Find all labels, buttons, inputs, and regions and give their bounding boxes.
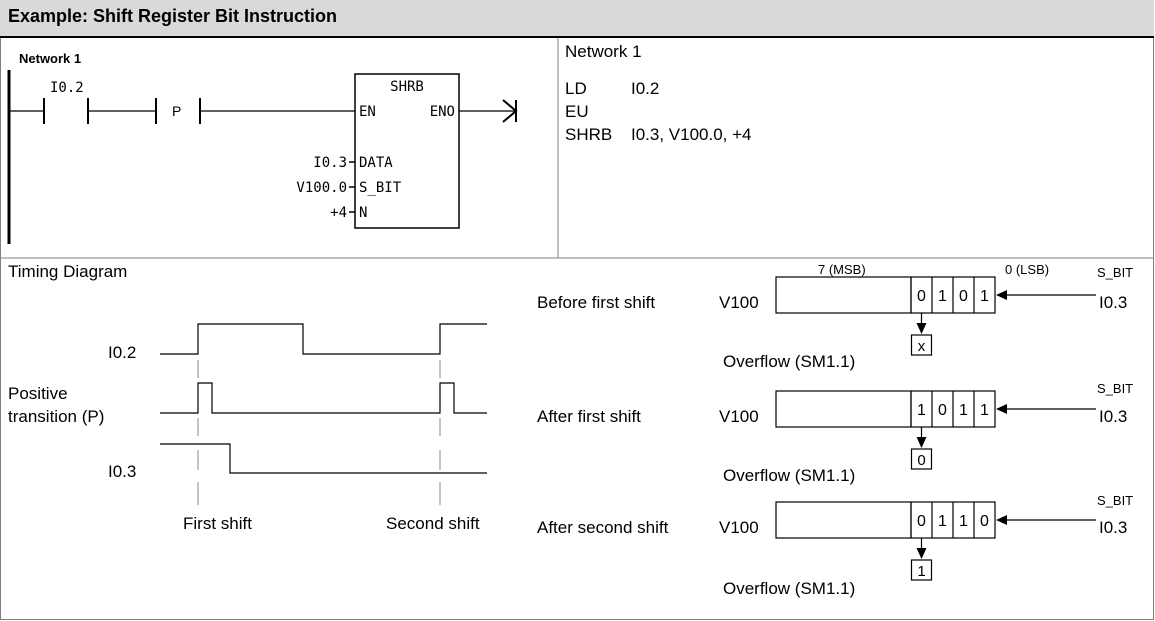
marker-first-shift: First shift	[183, 514, 252, 533]
p-label: P	[172, 103, 181, 119]
state-caption-3: After second shift	[537, 518, 669, 537]
en-pin-label: EN	[359, 104, 376, 120]
s-bit-label-1: S_BIT	[1097, 265, 1134, 280]
timing-title: Timing Diagram	[8, 262, 128, 281]
s-bit-label-2: S_BIT	[1097, 381, 1134, 396]
shrb-box	[354, 73, 460, 229]
shrb-box-name: SHRB	[390, 79, 424, 95]
overflow-label-2: Overflow (SM1.1)	[723, 466, 856, 485]
register-name-1: V100	[719, 293, 759, 312]
s-bit-label-3: S_BIT	[1097, 493, 1134, 508]
waveform-positive-transition	[160, 382, 487, 414]
state-caption-2: After first shift	[537, 407, 641, 426]
input-label-2: I0.3	[1099, 407, 1128, 426]
ladder-diagram: Network 1 I0.2 P SHRB EN ENO	[7, 51, 518, 244]
signal-label-p-line1: Positive	[8, 384, 68, 403]
stl-network-label: Network 1	[565, 42, 642, 61]
title-bar: Example: Shift Register Bit Instruction	[0, 0, 1154, 38]
marker-second-shift: Second shift	[386, 514, 480, 533]
ladder-network-label: Network 1	[19, 51, 81, 66]
contact-i0-2	[43, 98, 89, 124]
stl-op-1: LD	[565, 79, 587, 98]
timing-waveforms	[160, 323, 487, 505]
input-label-1: I0.3	[1099, 293, 1128, 312]
s-bit-operand: V100.0	[296, 180, 347, 196]
lsb-label: 0 (LSB)	[1005, 262, 1050, 277]
eno-pin-label: ENO	[430, 104, 455, 120]
register-name-2: V100	[719, 407, 759, 426]
input-pin-data: I0.3 DATA	[313, 155, 393, 171]
input-pin-n: +4 N	[330, 205, 367, 221]
n-pin-label: N	[359, 205, 367, 221]
s-bit-pin-label: S_BIT	[359, 180, 402, 196]
data-pin-label: DATA	[359, 155, 393, 171]
data-operand: I0.3	[313, 155, 347, 171]
overflow-label-3: Overflow (SM1.1)	[723, 579, 856, 598]
signal-label-i0-2: I0.2	[108, 343, 137, 362]
signal-label-i0-3: I0.3	[108, 462, 137, 481]
input-label-3: I0.3	[1099, 518, 1128, 537]
input-pin-s-bit: V100.0 S_BIT	[296, 180, 401, 196]
overflow-label-1: Overflow (SM1.1)	[723, 352, 856, 371]
figure-title: Example: Shift Register Bit Instruction	[8, 6, 338, 26]
n-operand: +4	[330, 205, 347, 221]
stl-op-2: EU	[565, 102, 589, 121]
waveform-i0-2	[160, 323, 487, 355]
eno-output-arrow	[502, 99, 518, 123]
contact-address: I0.2	[50, 80, 84, 96]
stl-op-3: SHRB	[565, 125, 613, 144]
register-name-3: V100	[719, 518, 759, 537]
stl-arg-1: I0.2	[631, 79, 660, 98]
stl-arg-3: I0.3, V100.0, +4	[631, 125, 752, 144]
state-caption-1: Before first shift	[537, 293, 656, 312]
waveform-i0-3	[160, 443, 487, 474]
msb-label: 7 (MSB)	[818, 262, 866, 277]
signal-label-p-line2: transition (P)	[8, 407, 105, 426]
